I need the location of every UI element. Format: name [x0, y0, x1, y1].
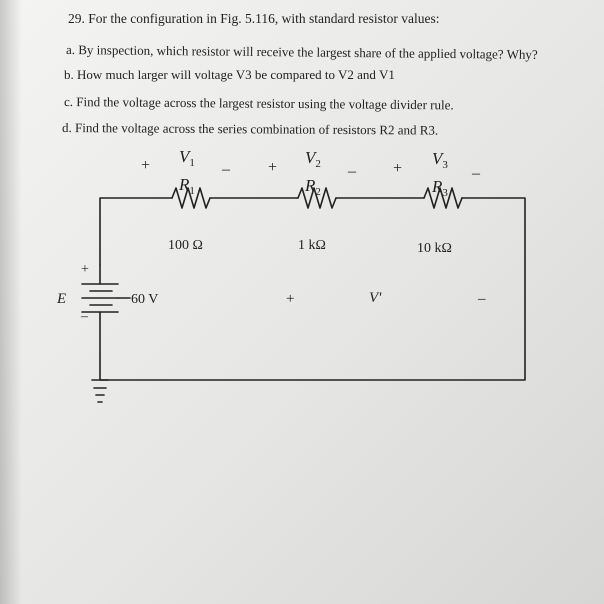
- source-plus: +: [81, 262, 89, 277]
- r1-value: 100 Ω: [168, 238, 203, 253]
- v3-plus: +: [393, 160, 402, 177]
- vprime-plus: +: [286, 291, 294, 307]
- problem-header: 29. For the configuration in Fig. 5.116,…: [68, 11, 440, 26]
- vprime-label: V': [369, 290, 382, 306]
- source-e-label: E: [56, 291, 66, 307]
- resistor-r3-symbol: [423, 187, 463, 209]
- wire-right: [99, 197, 526, 381]
- v2-minus: –: [347, 163, 357, 180]
- r2-value: 1 kΩ: [298, 238, 326, 253]
- v3-label: V3: [432, 149, 448, 171]
- page-shadow: [0, 0, 22, 604]
- source-value: 60 V: [131, 292, 158, 307]
- r1-label: R1: [178, 175, 195, 197]
- v1-plus: +: [141, 157, 150, 174]
- r2-label: R2: [304, 176, 321, 198]
- resistor-r2-symbol: [297, 187, 337, 209]
- v1-minus: –: [221, 161, 231, 178]
- v3-minus: –: [471, 165, 481, 182]
- r3-label: R3: [431, 177, 448, 199]
- wire-top-left: [99, 197, 173, 266]
- v1-label: V1: [179, 147, 195, 169]
- v2-label: V2: [305, 148, 321, 170]
- question-b: b. How much larger will voltage V3 be co…: [64, 67, 395, 82]
- source-minus: –: [80, 309, 89, 324]
- vprime-minus: –: [477, 291, 486, 307]
- r3-value: 10 kΩ: [417, 241, 452, 256]
- resistor-r1-symbol: [171, 187, 211, 209]
- v2-plus: +: [268, 159, 277, 176]
